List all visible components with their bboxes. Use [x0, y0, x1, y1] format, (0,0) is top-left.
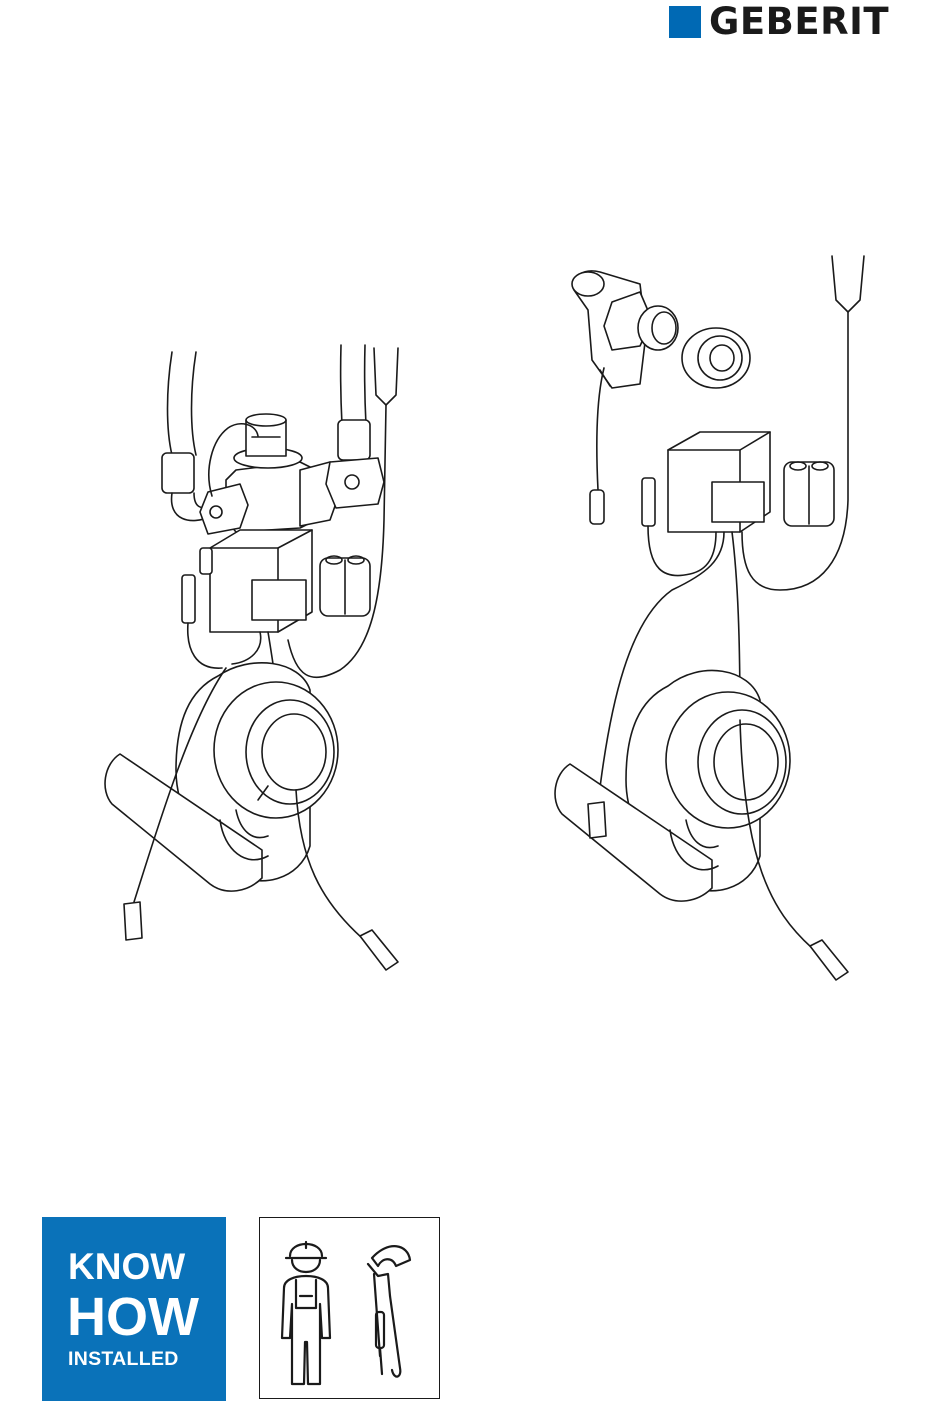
left-assembly-illustration — [105, 345, 398, 970]
installer-person-icon — [282, 1242, 330, 1384]
badge-line-installed: INSTALLED — [68, 1348, 179, 1370]
right-assembly-illustration — [555, 256, 864, 980]
badge-line-how: HOW — [67, 1289, 199, 1345]
badge-line-know: KNOW — [68, 1247, 185, 1287]
installer-tools-box — [259, 1217, 440, 1399]
know-how-installed-badge: KNOW HOW INSTALLED — [42, 1217, 226, 1401]
pipe-wrench-icon — [368, 1246, 410, 1376]
